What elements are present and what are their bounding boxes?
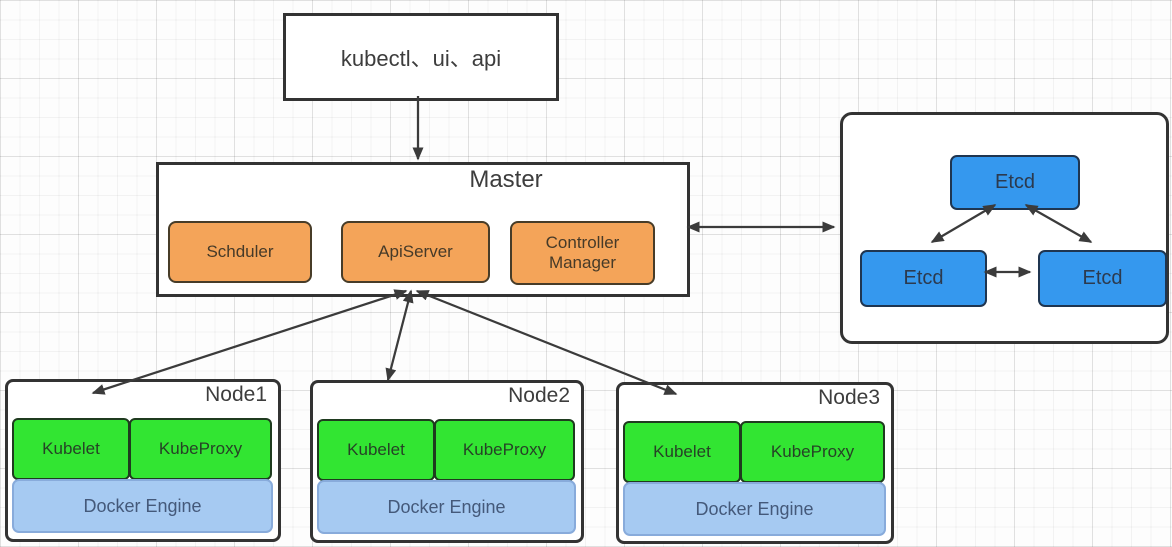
apiserver-component: ApiServer (341, 221, 490, 283)
node2-kubelet-label: Kubelet (347, 440, 405, 459)
node3-kubelet: Kubelet (623, 421, 741, 483)
node1-kubeproxy: KubeProxy (129, 418, 272, 480)
client-box: kubectl、ui、api (283, 13, 559, 101)
node3-title: Node3 (818, 386, 880, 409)
etcd-node-bottom-left: Etcd (860, 250, 987, 307)
worker-node-2: Node2 Kubelet KubeProxy Docker Engine (310, 380, 584, 543)
etcd-node-bottom-right: Etcd (1038, 250, 1167, 307)
node3-kubelet-label: Kubelet (653, 442, 711, 461)
node1-title: Node1 (205, 383, 267, 406)
node2-docker-engine: Docker Engine (317, 480, 576, 534)
scheduler-label: Schduler (206, 241, 274, 261)
node2-kubeproxy: KubeProxy (434, 419, 575, 481)
controller-manager-label: Controller Manager (545, 232, 620, 272)
node3-docker-engine: Docker Engine (623, 482, 886, 536)
master-box: Master Schduler ApiServer Controller Man… (156, 162, 690, 297)
arrow-master-node1 (91, 289, 408, 395)
etcd-bottom-left-label: Etcd (903, 267, 944, 289)
node3-kubeproxy: KubeProxy (740, 421, 885, 483)
node1-kubelet-label: Kubelet (42, 439, 100, 458)
scheduler-component: Schduler (168, 221, 312, 283)
node1-runtime-label: Docker Engine (83, 495, 202, 516)
controller-manager-component: Controller Manager (510, 221, 655, 285)
master-title: Master (469, 166, 543, 193)
arrow-master-node3 (415, 289, 678, 396)
node1-kubeproxy-label: KubeProxy (158, 439, 243, 458)
worker-node-3: Node3 Kubelet KubeProxy Docker Engine (616, 382, 894, 544)
etcd-cluster-box: Etcd Etcd Etcd (840, 112, 1169, 344)
client-label: kubectl、ui、api (340, 46, 502, 71)
etcd-bottom-right-label: Etcd (1082, 267, 1123, 289)
node2-runtime-label: Docker Engine (387, 496, 506, 517)
node2-kubelet: Kubelet (317, 419, 435, 481)
worker-node-1: Node1 Kubelet KubeProxy Docker Engine (5, 379, 281, 542)
etcd-node-top: Etcd (950, 155, 1080, 210)
node1-kubelet: Kubelet (12, 418, 130, 480)
apiserver-label: ApiServer (378, 241, 453, 261)
node3-runtime-label: Docker Engine (695, 498, 814, 519)
etcd-top-label: Etcd (994, 171, 1036, 193)
node2-title: Node2 (508, 384, 570, 407)
node2-kubeproxy-label: KubeProxy (462, 440, 547, 459)
node3-kubeproxy-label: KubeProxy (770, 442, 855, 461)
node1-docker-engine: Docker Engine (12, 479, 273, 533)
arrow-master-node2 (385, 289, 414, 382)
